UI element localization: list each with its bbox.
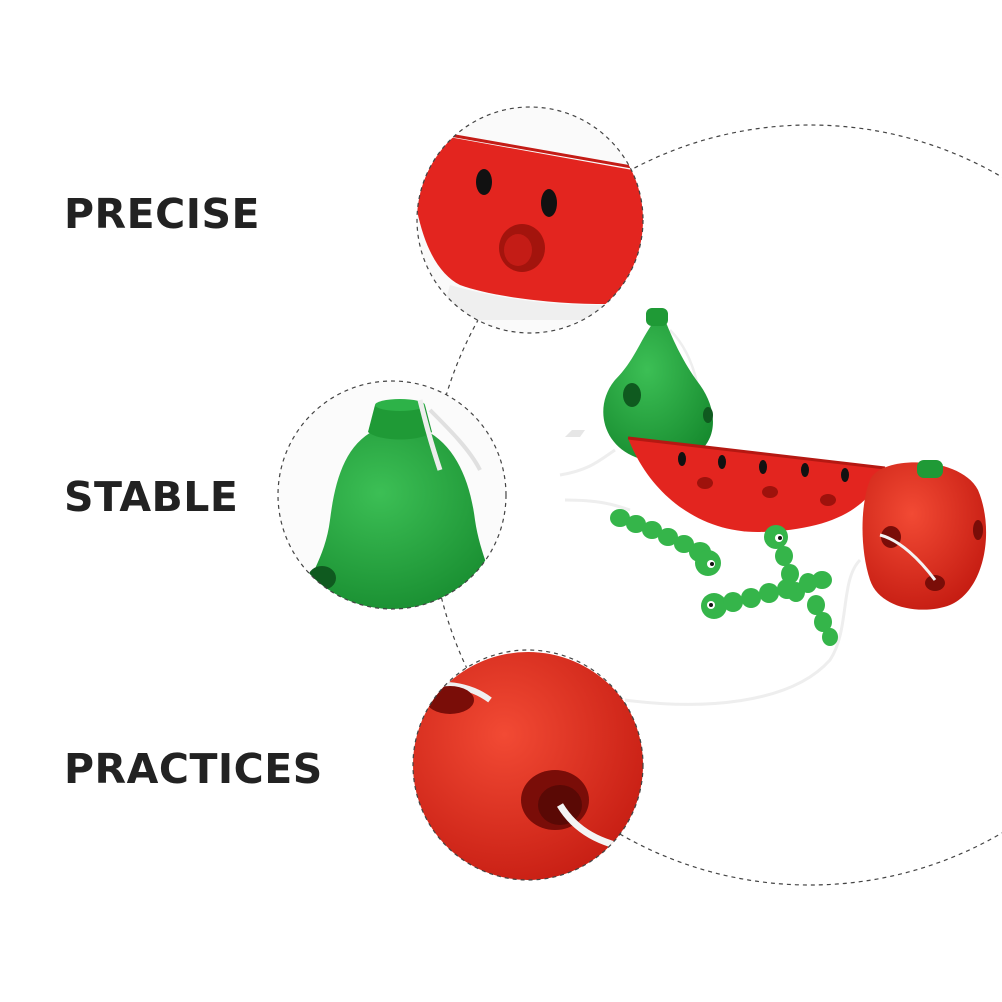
caterpillar-toy-3	[701, 579, 797, 619]
detail-circle-pear	[277, 380, 507, 610]
toy-set-group	[559, 308, 987, 706]
pear-toy	[603, 308, 713, 463]
caterpillar-toy-1	[610, 509, 721, 576]
detail-circle-watermelon	[416, 106, 644, 334]
lace-string-2	[559, 448, 616, 477]
lace-string	[624, 558, 862, 706]
feature-label-precise: PRECISE	[64, 190, 261, 238]
lace-string-3	[564, 498, 631, 512]
needle-tip	[565, 430, 585, 437]
feature-label-practices: PRACTICES	[64, 745, 323, 793]
watermelon-slice-toy	[627, 436, 886, 533]
apple-toy	[862, 460, 987, 610]
feature-label-stable: STABLE	[64, 473, 239, 521]
detail-circle-apple	[412, 649, 644, 881]
